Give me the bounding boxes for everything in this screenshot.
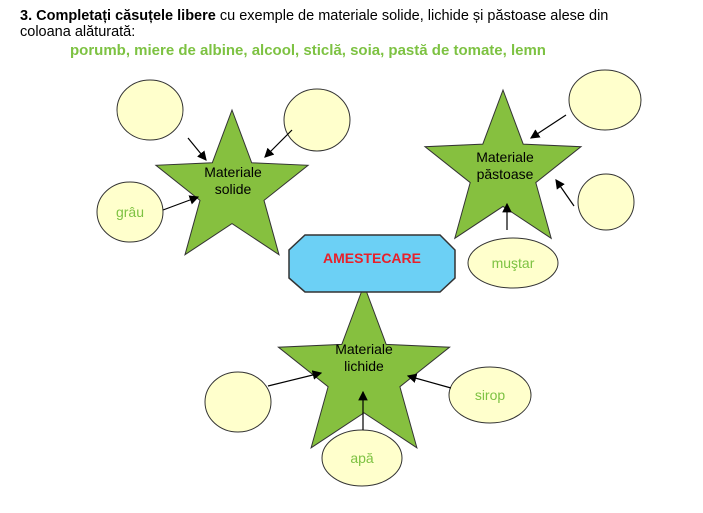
answer-box-empty[interactable] bbox=[204, 371, 272, 433]
star-label: Materiale bbox=[476, 149, 534, 165]
answer-text: muştar bbox=[492, 255, 535, 271]
arrow bbox=[406, 373, 452, 389]
exercise-number: 3. bbox=[20, 8, 33, 24]
answer-box-empty[interactable] bbox=[577, 173, 635, 231]
center-label: AMESTECARE bbox=[323, 250, 421, 266]
arrow bbox=[187, 137, 207, 161]
center-octagon bbox=[288, 234, 456, 293]
answer-text: grâu bbox=[116, 204, 144, 220]
answer-box-empty[interactable] bbox=[283, 88, 351, 152]
star-label: păstoase bbox=[477, 166, 534, 182]
star-label: lichide bbox=[344, 358, 384, 374]
arrow bbox=[162, 195, 200, 211]
instruction-bold: Completați căsuțele libere bbox=[36, 8, 216, 24]
star-label: Materiale bbox=[204, 164, 262, 180]
answer-text: sirop bbox=[475, 387, 506, 403]
instruction-line-1: 3. Completați căsuțele libere cu exemple… bbox=[20, 8, 608, 24]
instruction-line-2: coloana alăturată: bbox=[20, 24, 136, 40]
answer-box-empty[interactable] bbox=[116, 79, 184, 141]
answer-box-grau[interactable] bbox=[96, 181, 164, 243]
arrow bbox=[529, 114, 567, 139]
answer-box-apa[interactable] bbox=[321, 429, 403, 487]
arrow bbox=[264, 129, 293, 158]
options-list: porumb, miere de albine, alcool, sticlă,… bbox=[70, 42, 546, 59]
answer-box-empty[interactable] bbox=[568, 69, 642, 131]
answer-text: apă bbox=[350, 450, 374, 466]
answer-box-sirop[interactable] bbox=[448, 366, 532, 424]
star-solid-materials bbox=[154, 108, 310, 256]
arrow bbox=[267, 370, 323, 387]
star-label: Materiale bbox=[335, 341, 393, 357]
star-label: solide bbox=[215, 181, 252, 197]
arrow bbox=[555, 179, 575, 207]
star-liquid-materials bbox=[277, 283, 451, 449]
instruction-rest: cu exemple de materiale solide, lichide … bbox=[215, 8, 609, 24]
answer-box-mustar[interactable] bbox=[467, 237, 559, 289]
